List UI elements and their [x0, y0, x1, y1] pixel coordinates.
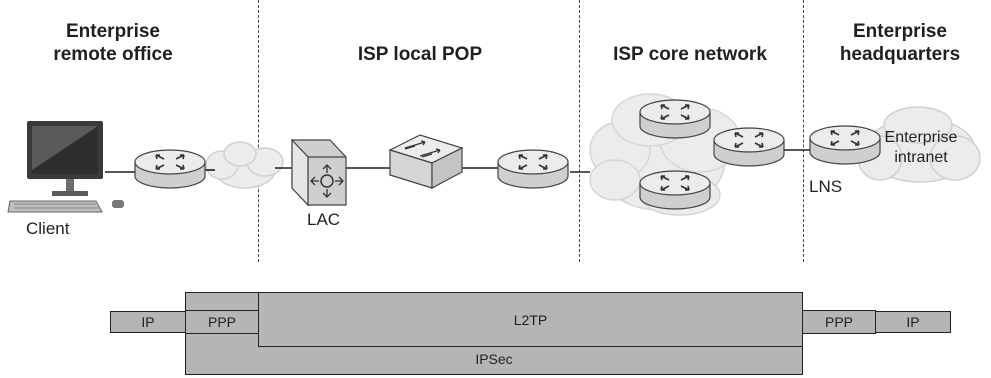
zone-title-headquarters-line1: Enterprise	[853, 21, 947, 42]
ppp-right-bar: PPP	[802, 310, 876, 334]
lns-label: LNS	[809, 177, 843, 196]
enterprise-intranet-label: Enterprise intranet	[876, 128, 966, 168]
ip-left-label: IP	[141, 314, 155, 330]
lac-concentrator-icon	[291, 138, 347, 207]
zone-divider-2	[579, 0, 580, 262]
isp-core-router-top-icon	[640, 100, 710, 138]
isp-core-router-right-icon	[714, 128, 784, 166]
ppp-right-label: PPP	[824, 314, 853, 330]
client-label: Client	[26, 219, 70, 238]
isp-pop-switch-icon	[388, 134, 464, 189]
remote-office-cloud	[205, 141, 284, 189]
ppp-left-label: PPP	[207, 314, 236, 330]
ipsec-label: IPSec	[475, 351, 513, 367]
lac-label: LAC	[307, 210, 341, 229]
zone-title-remote-office-line2: remote office	[53, 44, 173, 65]
l2tp-label: L2TP	[513, 311, 548, 328]
enterprise-intranet-label-line1: Enterprise	[884, 129, 958, 146]
zone-title-remote-office: Enterprise remote office	[38, 20, 188, 66]
lns-router-icon	[810, 126, 880, 164]
isp-pop-router-icon	[498, 150, 568, 188]
ppp-left-bar: PPP	[185, 310, 259, 334]
network-links	[105, 149, 812, 173]
zone-title-headquarters: Enterprise headquarters	[820, 20, 980, 66]
zone-title-isp-pop: ISP local POP	[357, 44, 483, 65]
zone-title-headquarters-line2: headquarters	[839, 44, 961, 65]
ip-right-bar: IP	[875, 311, 951, 333]
remote-office-router-icon	[135, 150, 205, 188]
zone-title-remote-office-line1: Enterprise	[66, 21, 160, 42]
zone-divider-3	[803, 0, 804, 262]
zone-title-isp-core: ISP core network	[613, 44, 767, 65]
ip-right-label: IP	[906, 314, 920, 330]
l2tp-bar: L2TP	[258, 292, 803, 347]
zone-divider-1	[258, 0, 259, 262]
ip-left-bar: IP	[110, 311, 186, 333]
client-computer-icon	[7, 121, 124, 213]
enterprise-intranet-label-line2: intranet	[894, 149, 948, 166]
isp-core-router-bottom-icon	[640, 171, 710, 209]
